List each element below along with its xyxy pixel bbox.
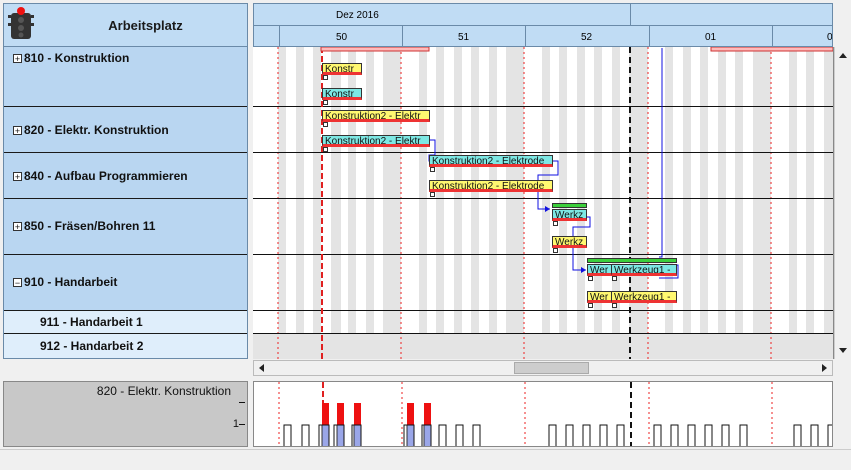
task-bar[interactable]: Werkz bbox=[552, 236, 587, 248]
timeline-header: Dez 2016 50 51 52 01 0 bbox=[253, 3, 833, 47]
row-label: 910 - Handarbeit bbox=[24, 275, 118, 289]
task-bar[interactable]: Wer bbox=[587, 291, 613, 303]
progress-bar bbox=[552, 203, 587, 208]
week-label: 50 bbox=[336, 32, 348, 43]
capacity-graph bbox=[278, 382, 832, 446]
plus-box-icon[interactable]: + bbox=[13, 222, 22, 232]
week-label: 01 bbox=[705, 32, 717, 43]
scroll-thumb[interactable] bbox=[514, 362, 589, 374]
row-label: 850 - Fräsen/Bohren 11 bbox=[24, 219, 156, 233]
plus-box-icon[interactable]: + bbox=[13, 54, 22, 64]
left-spacer bbox=[3, 360, 248, 376]
gantt-chart[interactable]: Konstr Konstr Konstruktion2 - Elektr Kon… bbox=[253, 47, 834, 359]
row-850[interactable]: +850 - Fräsen/Bohren 11 bbox=[4, 199, 247, 255]
column-title: Arbeitsplatz bbox=[108, 18, 183, 33]
week-label: 52 bbox=[581, 32, 593, 43]
month-label: Dez 2016 bbox=[336, 10, 379, 21]
task-bar[interactable]: Konstruktion2 - Elektrode bbox=[429, 155, 553, 167]
plus-box-icon[interactable]: + bbox=[13, 126, 22, 136]
resource-list: +810 - Konstruktion +820 - Elektr. Konst… bbox=[3, 47, 248, 359]
row-840[interactable]: +840 - Aufbau Programmieren bbox=[4, 153, 247, 199]
row-912[interactable]: 912 - Handarbeit 2 bbox=[4, 334, 247, 358]
capacity-tick: 1 bbox=[232, 418, 239, 430]
row-label: 820 - Elektr. Konstruktion bbox=[24, 123, 169, 137]
task-bar[interactable]: Konstr bbox=[322, 88, 362, 100]
progress-bar bbox=[587, 258, 677, 263]
traffic-light-icon[interactable] bbox=[8, 7, 34, 41]
gantt-grid bbox=[253, 47, 833, 359]
row-label: 810 - Konstruktion bbox=[24, 51, 130, 65]
scroll-left-icon[interactable] bbox=[259, 364, 264, 372]
task-bar[interactable]: Konstr bbox=[322, 63, 362, 75]
task-bar[interactable]: Konstruktion2 - Elektr bbox=[322, 135, 430, 147]
capacity-scroll-area bbox=[834, 381, 850, 447]
scroll-up-icon[interactable] bbox=[839, 53, 847, 58]
horizontal-scrollbar[interactable] bbox=[253, 360, 833, 376]
task-bar[interactable]: Konstruktion2 - Elektrode bbox=[429, 180, 553, 192]
capacity-label-panel: 820 - Elektr. Konstruktion 1 bbox=[3, 381, 248, 447]
row-820[interactable]: +820 - Elektr. Konstruktion bbox=[4, 107, 247, 153]
scroll-right-icon[interactable] bbox=[822, 364, 827, 372]
task-bar[interactable]: Werkz bbox=[552, 209, 587, 221]
capacity-title: 820 - Elektr. Konstruktion bbox=[96, 384, 231, 398]
task-bar[interactable]: Werkzeug1 - bbox=[611, 264, 677, 276]
row-810[interactable]: +810 - Konstruktion bbox=[4, 47, 247, 107]
row-label: 912 - Handarbeit 2 bbox=[40, 339, 144, 353]
task-bar[interactable]: Konstruktion2 - Elektr bbox=[322, 110, 430, 122]
task-bar[interactable]: Wer bbox=[587, 264, 613, 276]
capacity-chart bbox=[253, 381, 833, 447]
row-label: 911 - Handarbeit 1 bbox=[40, 315, 143, 329]
task-bar[interactable]: Werkzeug1 - bbox=[611, 291, 677, 303]
vertical-scrollbar[interactable] bbox=[834, 47, 851, 359]
scroll-down-icon[interactable] bbox=[839, 348, 847, 353]
week-label: 0 bbox=[827, 32, 833, 43]
week-label: 51 bbox=[458, 32, 470, 43]
row-911[interactable]: 911 - Handarbeit 1 bbox=[4, 311, 247, 334]
row-label: 840 - Aufbau Programmieren bbox=[24, 169, 188, 183]
column-header-workplace: Arbeitsplatz bbox=[3, 3, 248, 47]
minus-box-icon[interactable]: − bbox=[13, 278, 22, 288]
status-bar bbox=[0, 449, 851, 470]
row-910[interactable]: −910 - Handarbeit bbox=[4, 255, 247, 311]
plus-box-icon[interactable]: + bbox=[13, 172, 22, 182]
